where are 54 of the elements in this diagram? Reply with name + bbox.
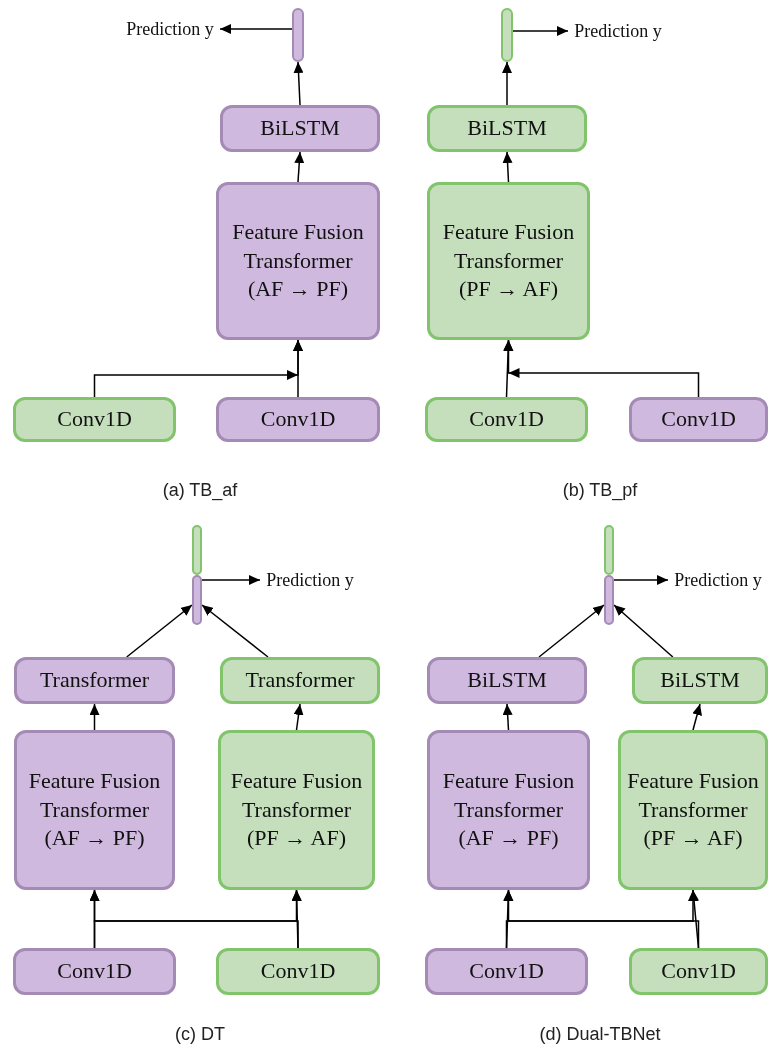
module-label: Feature Fusion Transformer (AF → PF) (27, 767, 162, 853)
module-label: Conv1D (260, 405, 336, 434)
module-label: Conv1D (661, 957, 736, 986)
module-box (425, 948, 588, 995)
output-vector (192, 525, 202, 575)
module-box (220, 657, 380, 704)
module-box (629, 397, 768, 442)
module-label: Transformer (39, 666, 150, 695)
module-box (14, 730, 175, 890)
module-box (427, 105, 587, 152)
module-label: Conv1D (260, 957, 336, 986)
module-label: BiLSTM (467, 666, 547, 695)
output-label: Prediction y (120, 17, 220, 41)
module-label: Transformer (245, 666, 355, 695)
module-box (216, 397, 380, 442)
module-label: Feature Fusion Transformer (PF → AF) (626, 767, 760, 853)
panel-caption: (b) TB_pf (561, 480, 639, 501)
module-box (427, 182, 590, 340)
module-box (216, 182, 380, 340)
module-box (218, 730, 375, 890)
module-box (427, 657, 587, 704)
module-box (427, 730, 590, 890)
module-label: Feature Fusion Transformer (AF → PF) (231, 218, 365, 304)
output-label: Prediction y (668, 568, 768, 592)
module-label: BiLSTM (467, 114, 547, 143)
module-box (216, 948, 380, 995)
panel-caption: (a) TB_af (161, 480, 239, 501)
module-box (425, 397, 588, 442)
output-vector (292, 8, 304, 62)
module-label: BiLSTM (260, 114, 340, 143)
module-label: Conv1D (469, 405, 544, 434)
panel-caption: (d) Dual-TBNet (538, 1024, 662, 1045)
module-label: Conv1D (57, 957, 132, 986)
output-vector (604, 575, 614, 625)
output-vector (501, 8, 513, 62)
module-box (13, 948, 176, 995)
module-label: Feature Fusion Transformer (PF → AF) (229, 767, 364, 853)
module-box (14, 657, 175, 704)
module-box (13, 397, 176, 442)
module-label: Conv1D (57, 405, 132, 434)
output-label: Prediction y (260, 568, 360, 592)
panel-caption: (c) DT (174, 1024, 226, 1045)
module-label: Conv1D (469, 957, 544, 986)
module-label: BiLSTM (660, 666, 740, 695)
module-box (220, 105, 380, 152)
output-vector (604, 525, 614, 575)
module-label: Conv1D (661, 405, 736, 434)
output-vector (192, 575, 202, 625)
module-label: Feature Fusion Transformer (AF → PF) (441, 767, 576, 853)
output-label: Prediction y (568, 19, 668, 43)
module-box (618, 730, 768, 890)
module-label: Feature Fusion Transformer (PF → AF) (441, 218, 576, 304)
module-box (629, 948, 768, 995)
module-box (632, 657, 768, 704)
